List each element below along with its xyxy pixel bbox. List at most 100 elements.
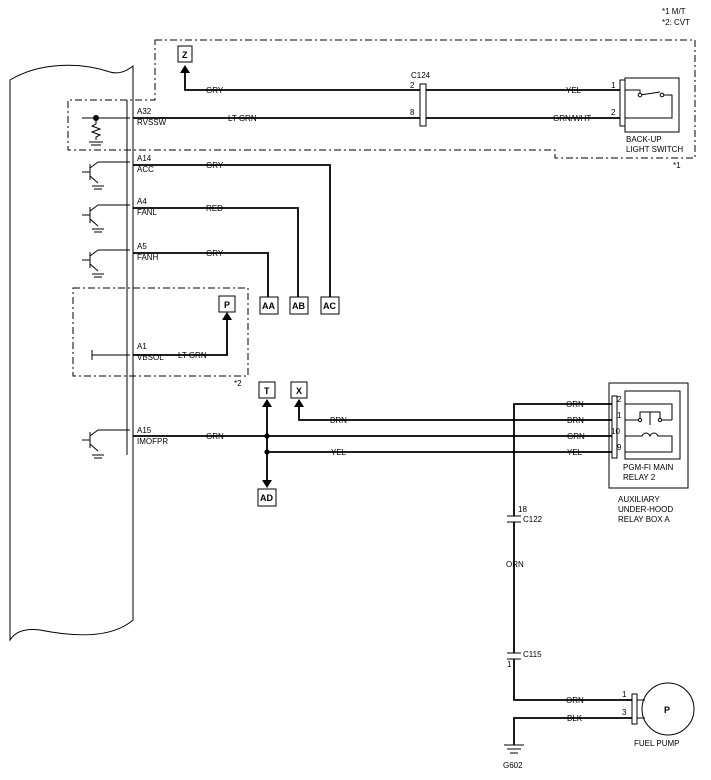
pin-fanl: FANL (137, 208, 158, 217)
pump-pin1: 1 (622, 690, 627, 699)
wire-label-grn-right: GRN (567, 432, 585, 441)
connector-c124 (419, 83, 427, 127)
wire-label-z: GRY (206, 86, 224, 95)
relay-title-1: PGM-FI MAIN (623, 463, 673, 472)
cvt-note: *2 (234, 379, 242, 388)
switch-pin1: 1 (611, 81, 616, 90)
pump-symbol: P (664, 705, 670, 715)
wire-label-grn-wht: GRN/WHT (553, 114, 591, 123)
transistor-icon-fanl (82, 204, 130, 233)
relay-pin10: 10 (611, 427, 620, 436)
switch-title-1: BACK-UP (626, 135, 662, 144)
wire-fanl (133, 207, 299, 297)
wire-label-yel-mid: YEL (331, 448, 347, 457)
wire-label-rvssw: LT GRN (228, 114, 257, 123)
arrow-t (262, 399, 272, 407)
ground-label: G602 (503, 761, 523, 770)
wire-z (184, 72, 420, 91)
relay-box-title-2: UNDER-HOOD (618, 505, 673, 514)
ref-label-x: X (296, 386, 302, 396)
wire-label-yel-top: YEL (566, 86, 582, 95)
ref-label-p: P (224, 300, 230, 310)
wire-acc (133, 164, 331, 297)
mt-region-outline (67, 39, 696, 159)
transistor-icon-imofpr (82, 429, 130, 459)
ref-box-ab (289, 296, 309, 315)
ref-box-p (218, 295, 236, 313)
c115-pin: 1 (507, 660, 512, 669)
note-cvt: *2: CVT (662, 18, 690, 27)
transistor-icon-acc (82, 161, 130, 190)
resistor-icon-rvssw (82, 115, 130, 146)
ref-label-t: T (264, 386, 270, 396)
ref-box-ac (320, 296, 340, 315)
switch-contact-icon (625, 89, 673, 119)
connector-c122-label: C122 (523, 515, 543, 524)
pin-a1: A1 (137, 342, 147, 351)
pin-a15: A15 (137, 426, 152, 435)
pin-a14: A14 (137, 154, 152, 163)
switch-connector (619, 79, 626, 127)
ref-label-z: Z (182, 50, 188, 60)
cvt-region-outline (72, 287, 249, 377)
wire-label-acc: GRY (206, 161, 224, 170)
ecm-module-outline (9, 64, 134, 642)
wire-label-orn-top: ORN (566, 400, 584, 409)
ref-box-t (258, 381, 276, 399)
pin-a32: A32 (137, 107, 152, 116)
relay-pin9: 9 (617, 443, 622, 452)
wire-label-brn-left: BRN (330, 416, 347, 425)
wire-label-fanl: RED (206, 204, 223, 213)
arrow-ad (262, 480, 272, 488)
wire-blk (513, 717, 632, 745)
wire-label-fanh: GRY (206, 249, 224, 258)
ref-label-aa: AA (262, 301, 275, 311)
backup-light-switch (624, 77, 680, 133)
relay-title-2: RELAY 2 (623, 473, 656, 482)
transistor-icon-fanh (82, 249, 130, 278)
pin-acc: ACC (137, 165, 154, 174)
arrow-vbsol (222, 312, 232, 320)
wire-label-imofpr: GRN (206, 432, 224, 441)
pump-pin3: 3 (622, 708, 627, 717)
switch-pin2: 2 (611, 108, 616, 117)
relay-inner (624, 390, 681, 460)
pump-connector (631, 693, 638, 725)
wire-label-yel-right: YEL (567, 448, 583, 457)
relay-box-title-3: RELAY BOX A (618, 515, 670, 524)
relay-connector (611, 395, 618, 459)
arrow-z (180, 65, 190, 73)
connector-c124-label: C124 (411, 71, 431, 80)
wire-label-blk: BLK (567, 714, 583, 723)
pin-a4: A4 (137, 197, 147, 206)
pump-title: FUEL PUMP (634, 739, 680, 748)
pin-rvssw: RVSSW (137, 118, 167, 127)
pin-fanh: FANH (137, 253, 159, 262)
relay-pin2: 2 (617, 395, 622, 404)
wire-brn (298, 405, 612, 421)
relay-box-title-1: AUXILIARY (618, 495, 660, 504)
ref-box-z (177, 45, 193, 63)
pin-a5: A5 (137, 242, 147, 251)
ground-icon (504, 744, 524, 754)
splice-grn (264, 433, 270, 439)
wire-label-orn-mid: ORN (506, 560, 524, 569)
relay-coil-icon (625, 403, 673, 453)
fuel-pump-icon (641, 682, 695, 736)
ref-label-ab: AB (292, 301, 305, 311)
wire-label-brn-right: BRN (567, 416, 584, 425)
ref-box-aa (259, 296, 279, 315)
ref-label-ad: AD (260, 493, 273, 503)
pin-vbsol: VBSOL (137, 353, 164, 362)
c124-pin8: 8 (410, 108, 415, 117)
ref-box-ad (257, 488, 277, 507)
ref-box-x (290, 381, 308, 399)
relay-pin1: 1 (617, 411, 622, 420)
connector-c115-label: C115 (523, 650, 542, 659)
c122-pin: 18 (518, 505, 527, 514)
wire-orn-pump (513, 659, 632, 701)
arrow-x (294, 399, 304, 407)
ref-label-ac: AC (323, 301, 336, 311)
switch-title-2: LIGHT SWITCH (626, 145, 683, 154)
